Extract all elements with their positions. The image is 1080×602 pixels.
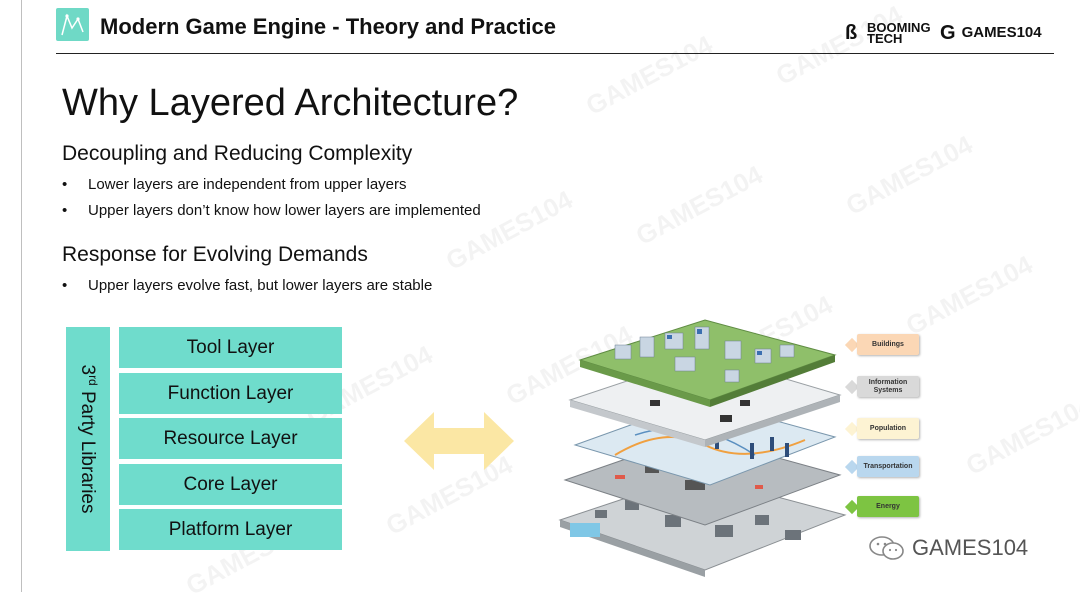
tag-population: Population (857, 418, 919, 439)
tool-layer-box: Tool Layer (119, 327, 342, 368)
bullet-text: Upper layers evolve fast, but lower laye… (88, 277, 433, 294)
slide-title: Why Layered Architecture? (62, 82, 519, 124)
bullet-item: •Lower layers are independent from upper… (62, 176, 407, 193)
games104-mark-icon: G (940, 22, 956, 44)
wechat-icon (869, 536, 904, 560)
watermark: GAMES104 (901, 249, 1038, 342)
course-logo (56, 8, 89, 41)
bullet-text: Lower layers are independent from upper … (88, 176, 407, 193)
bullet-item: •Upper layers evolve fast, but lower lay… (62, 277, 433, 294)
watermark: GAMES104 (581, 29, 718, 122)
games104-text: GAMES104 (961, 24, 1042, 41)
booming-mark-icon: ß (845, 22, 858, 44)
section-heading-evolving: Response for Evolving Demands (62, 243, 368, 266)
wechat-watermark: GAMES104 (868, 535, 1028, 561)
smart-city-layers-illustration (558, 319, 847, 577)
ordinal-suffix: rd (86, 375, 101, 386)
bullet-item: •Upper layers don’t know how lower layer… (62, 202, 481, 219)
section-heading-decoupling: Decoupling and Reducing Complexity (62, 142, 413, 165)
booming-tech-text: BOOMING TECH (867, 20, 931, 46)
platform-layer-box: Platform Layer (119, 509, 342, 550)
double-arrow-icon (404, 412, 514, 470)
header-title: Modern Game Engine - Theory and Practice (100, 14, 556, 39)
core-layer-box: Core Layer (119, 464, 342, 505)
tag-energy: Energy (857, 496, 919, 517)
resource-layer-box: Resource Layer (119, 418, 342, 459)
wechat-account-label: GAMES104 (912, 535, 1029, 560)
watermark: GAMES104 (841, 129, 978, 222)
tag-information-systems: Information Systems (857, 376, 919, 397)
left-margin-line (21, 0, 22, 592)
watermark: GAMES104 (961, 389, 1080, 482)
third-party-libraries-bar: 3rd Party Libraries (66, 327, 110, 551)
watermark: GAMES104 (441, 184, 578, 277)
tag-buildings: Buildings (857, 334, 919, 355)
function-layer-box: Function Layer (119, 373, 342, 414)
third-party-label: 3rd Party Libraries (76, 364, 101, 514)
tag-transportation: Transportation (857, 456, 919, 477)
watermark: GAMES104 (631, 159, 768, 252)
header-divider (56, 53, 1054, 54)
bullet-text: Upper layers don’t know how lower layers… (88, 202, 481, 219)
games104-logo: G GAMES104 (940, 22, 1042, 45)
